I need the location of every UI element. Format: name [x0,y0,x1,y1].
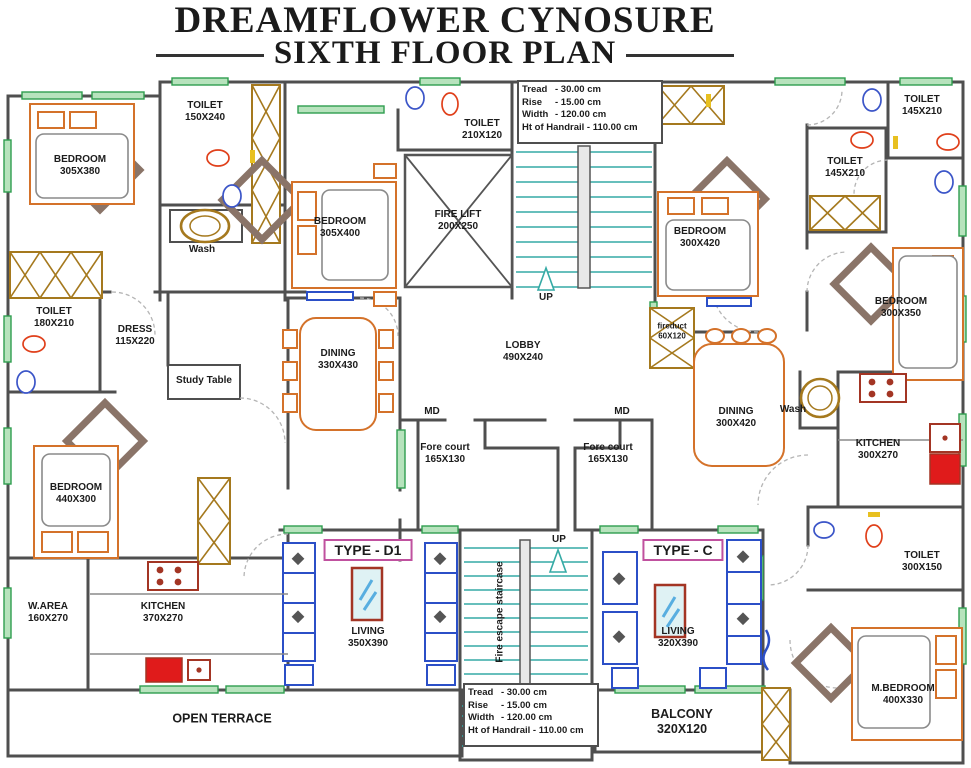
armchairs-living-c [602,551,638,665]
label-fire-escape: Fire escape staircase [494,561,506,663]
main-staircase [516,145,652,291]
bath-fixtures [16,86,960,548]
up-arrow-bottom [548,547,568,573]
wardrobe-mbedroom [761,687,791,761]
bed-bedroom-r [829,242,964,381]
title-rule-left [155,54,264,57]
dining-table-left [282,317,394,431]
label-up-top: UP [539,292,553,303]
kitchen-right-counters [838,373,963,485]
plan-title: DREAMFLOWER CYNOSURE SIXTH FLOOR PLAN [95,2,795,70]
label-md-left: MD [424,406,440,417]
study-table-box [167,364,241,400]
dining-table-right [693,328,785,467]
title-rule-right [626,54,735,57]
stair-spec-box-bottom: Tread- 30.00 cm Rise- 15.00 cm Width- 12… [463,683,599,747]
room-label-study-table: Study Table [176,375,232,386]
label-md-right: MD [614,406,630,417]
sofa-living-d1-left [282,542,316,686]
room-label-wash-right: Wash [779,404,807,415]
title-line2: SIXTH FLOOR PLAN [273,35,617,71]
label-type-d1: TYPE - D1 [323,539,413,561]
room-label-open-terrace: OPEN TERRACE [172,711,272,726]
sofa-living-c-right [611,539,762,689]
sofa-living-d1-right [424,542,458,686]
bed-bedroom-c [217,155,397,307]
wash-basin-right [799,377,841,419]
fire-duct-box [649,307,695,369]
bed-bedroom-tr [657,155,771,297]
room-label-wash-left: Wash [188,244,216,255]
wash-basin-left [179,208,231,244]
tv-unit-living-c [653,583,687,639]
wardrobe-mid-right [809,195,881,231]
label-up-bottom: UP [552,534,566,545]
up-arrow-top [536,265,556,291]
wardrobe-left-toilet [9,251,103,299]
bed-bedroom-bl [33,397,149,559]
wardrobe-bedroom-bl [197,477,231,565]
decor [306,291,771,671]
tv-unit-living-d1 [350,566,384,622]
stair-spec-box-top: Tread- 30.00 cm Rise- 15.00 cm Width- 12… [517,80,663,144]
kitchen-left-counters [90,561,288,683]
label-type-c: TYPE - C [642,539,724,561]
bed-bedroom-tl [29,103,145,215]
fire-lift-shaft [403,153,514,289]
bed-mbedroom [790,622,963,741]
wardrobe-bedroom-tr [657,85,725,125]
title-line1: DREAMFLOWER CYNOSURE [174,0,716,41]
